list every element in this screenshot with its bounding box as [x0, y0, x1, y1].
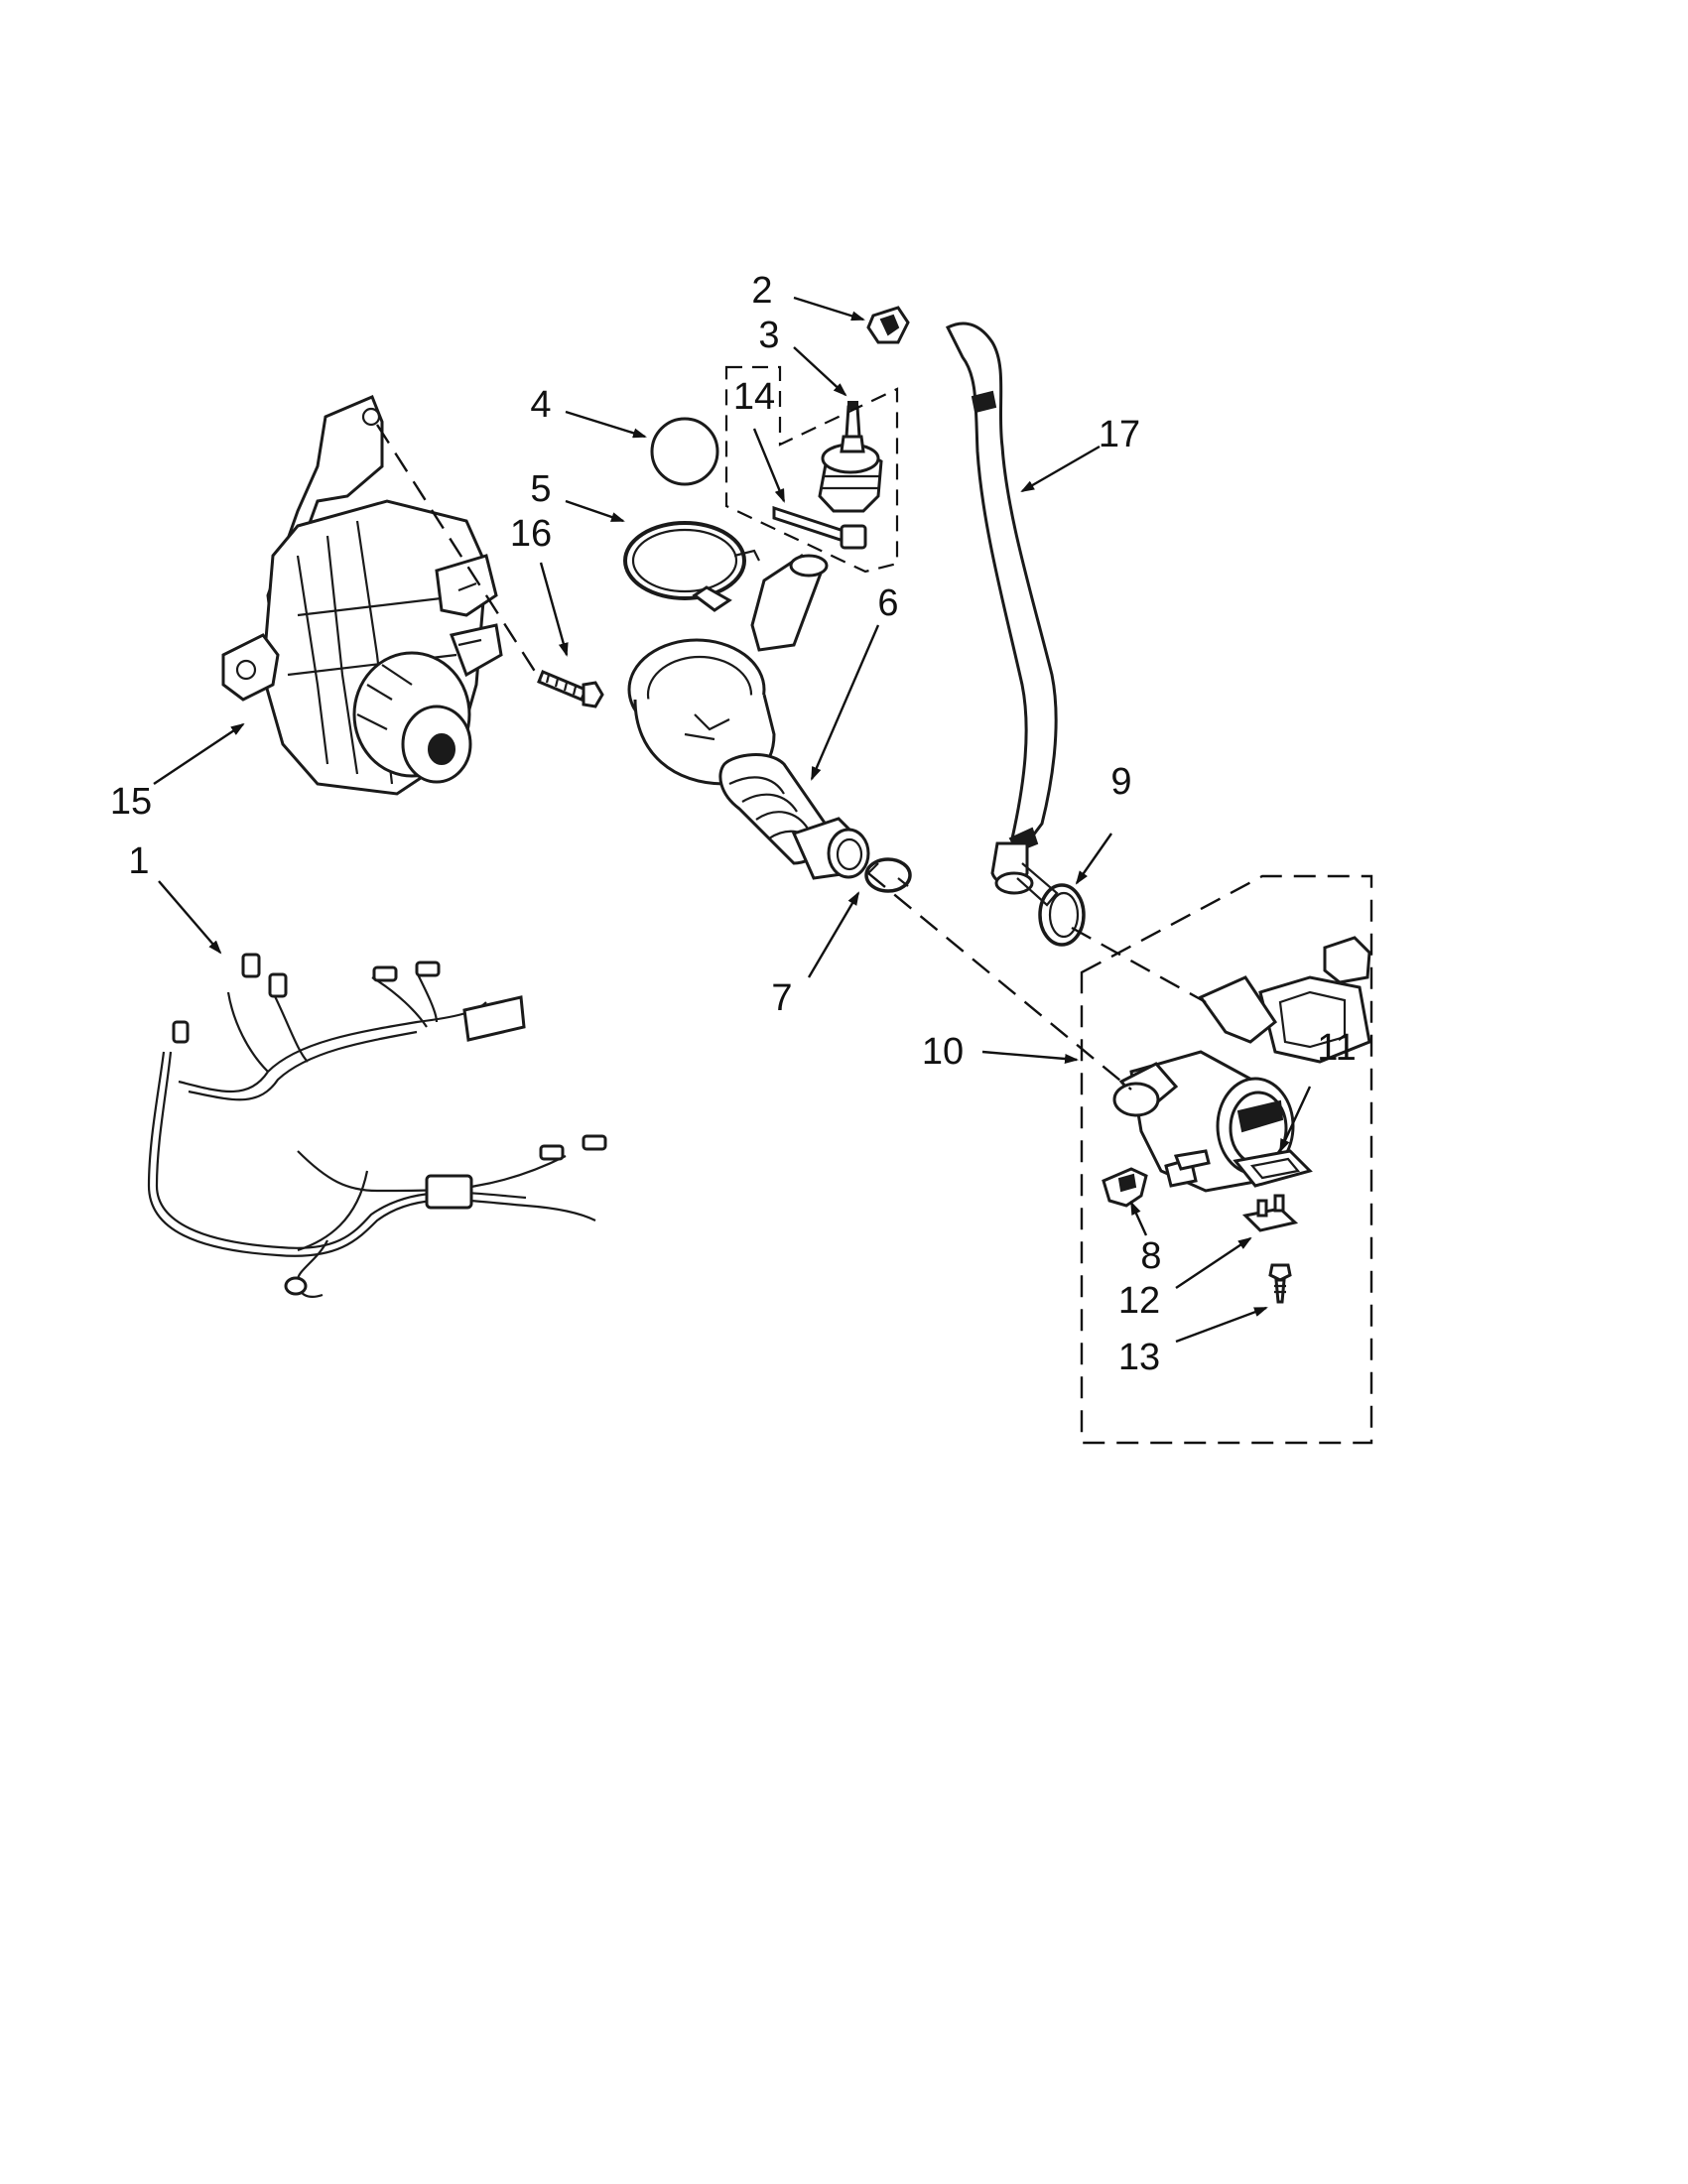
clamp-part: [623, 521, 760, 612]
small-clamp-part: [864, 857, 912, 893]
cable-tie-part: [772, 505, 867, 550]
callout-8: 8: [1140, 1235, 1161, 1277]
hose-clamp-part: [1038, 883, 1086, 947]
bolt-part: [537, 670, 604, 708]
callout-9: 9: [1110, 761, 1131, 803]
callout-4: 4: [530, 384, 551, 426]
o-ring-part: [650, 417, 719, 486]
callout-14: 14: [733, 376, 775, 418]
callout-6: 6: [877, 582, 898, 624]
air-dome-part: [818, 401, 883, 513]
callout-13: 13: [1118, 1337, 1160, 1378]
callout-15: 15: [110, 781, 152, 823]
leader-arrows: [153, 296, 1312, 1344]
assembly-guides: [375, 365, 1373, 1445]
callout-11: 11: [1317, 1027, 1356, 1069]
callout-10: 10: [922, 1031, 964, 1073]
drain-hose-part: [945, 321, 1059, 907]
drain-pump-part: [1112, 936, 1371, 1193]
callout-2: 2: [751, 270, 772, 312]
hose-clip-part: [866, 306, 910, 344]
motor-part: [221, 395, 503, 796]
screw-part: [1268, 1263, 1292, 1304]
callout-5: 5: [530, 468, 551, 510]
callout-12: 12: [1118, 1280, 1160, 1322]
mount-pad-part: [1233, 1149, 1313, 1188]
callout-17: 17: [1099, 414, 1140, 455]
sump-hose-part: [627, 554, 870, 880]
grommet-part: [1102, 1167, 1148, 1208]
callout-1: 1: [128, 840, 149, 882]
mount-bracket-part: [1241, 1194, 1299, 1232]
callout-7: 7: [771, 977, 792, 1019]
callout-labels: 2 3 14 4 5 16 17 6 15 1 9 7 10 11 8 12 1…: [110, 270, 1357, 1378]
wire-harness-part: [147, 953, 607, 1298]
callout-3: 3: [758, 315, 779, 356]
callout-16: 16: [510, 513, 552, 555]
